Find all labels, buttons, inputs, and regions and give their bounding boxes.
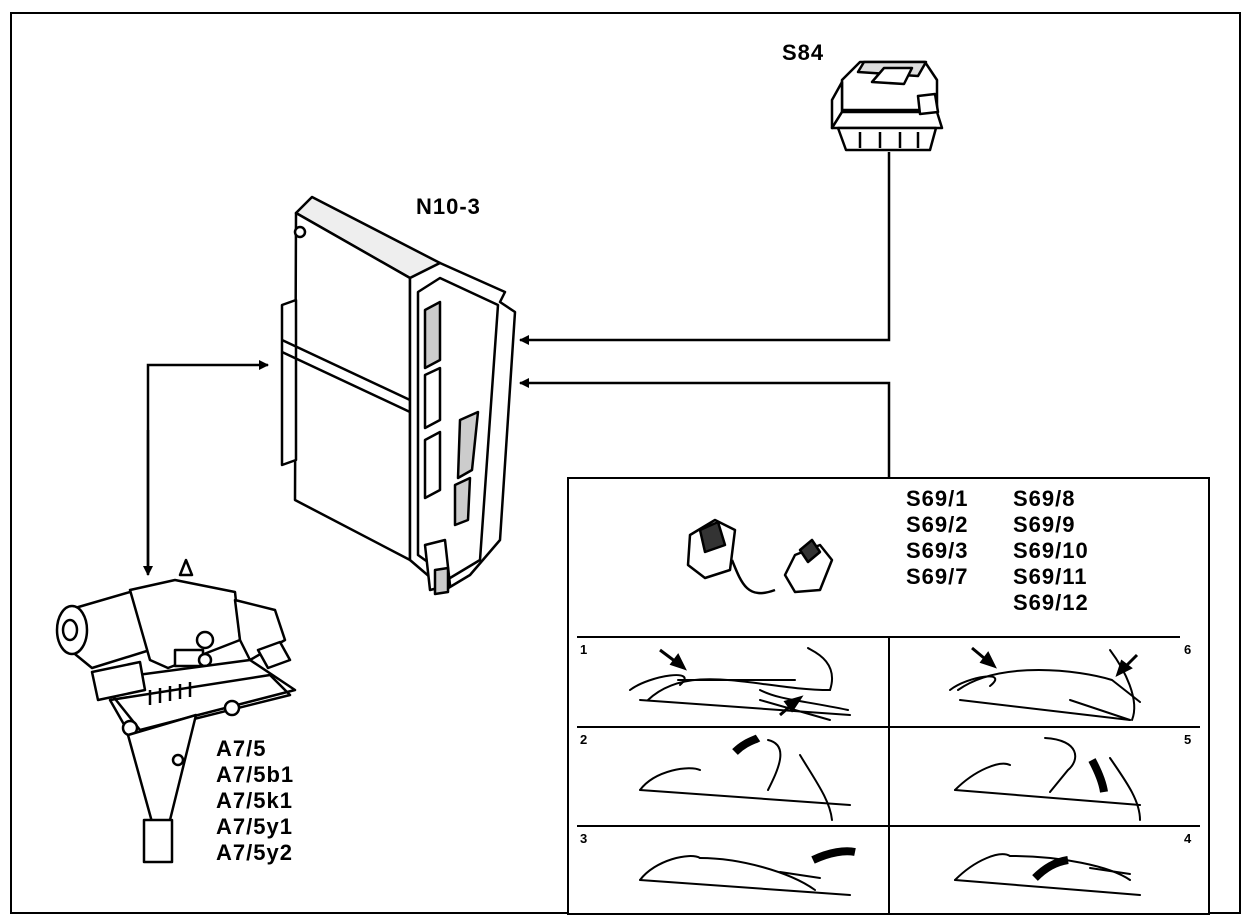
s69-label: S69/1 (906, 486, 969, 511)
roof-step-2-drawing (639, 739, 851, 821)
step-number-3: 3 (580, 831, 588, 846)
s69-label: S69/12 (1013, 590, 1089, 615)
s69-label: S69/7 (906, 564, 969, 589)
a7-n10-bidirectional-line (146, 360, 269, 572)
a7-label-list: A7/5 A7/5b1 A7/5k1 A7/5y1 A7/5y2 (216, 736, 294, 866)
a7-label: A7/5y1 (216, 814, 293, 839)
s69-label: S69/3 (906, 538, 969, 563)
s69-label: S69/2 (906, 512, 969, 537)
a7-label: A7/5y2 (216, 840, 293, 865)
s69-inset-panel (567, 477, 1210, 915)
s69-left-label-list: S69/1 S69/2 S69/3 S69/7 (906, 486, 969, 590)
s69-label: S69/9 (1013, 512, 1076, 537)
step-number-2: 2 (580, 732, 588, 747)
roof-sequence-drawings (629, 647, 1141, 896)
s69-label: S69/11 (1013, 564, 1088, 589)
a7-label: A7/5b1 (216, 762, 295, 787)
a7-5-hydraulic-unit-drawing (55, 558, 297, 864)
n10-3-label: N10-3 (416, 194, 481, 219)
roof-step-1-drawing (629, 647, 851, 721)
s69-label: S69/8 (1013, 486, 1076, 511)
roof-step-4-drawing (954, 853, 1141, 896)
s84-to-n10-line (519, 152, 891, 345)
motion-arrows (659, 646, 1139, 881)
s69-to-n10-line (519, 378, 891, 478)
roof-step-5-drawing (954, 737, 1141, 821)
step-number-4: 4 (1184, 831, 1192, 846)
s69-switch-harness-drawing (686, 518, 834, 595)
step-number-6: 6 (1184, 642, 1192, 657)
s84-switch-drawing (830, 60, 944, 152)
roof-step-6-drawing (949, 649, 1141, 721)
s84-label: S84 (782, 40, 825, 65)
s69-right-label-list: S69/8 S69/9 S69/10 S69/11 S69/12 (1013, 486, 1089, 616)
step-number-1: 1 (580, 642, 588, 657)
connection-lines (143, 152, 891, 576)
n10-3-control-unit-drawing (280, 195, 517, 596)
a7-label: A7/5k1 (216, 788, 293, 813)
s69-label: S69/10 (1013, 538, 1089, 563)
step-number-5: 5 (1184, 732, 1192, 747)
roof-step-3-drawing (639, 855, 851, 896)
a7-label: A7/5 (216, 736, 267, 761)
